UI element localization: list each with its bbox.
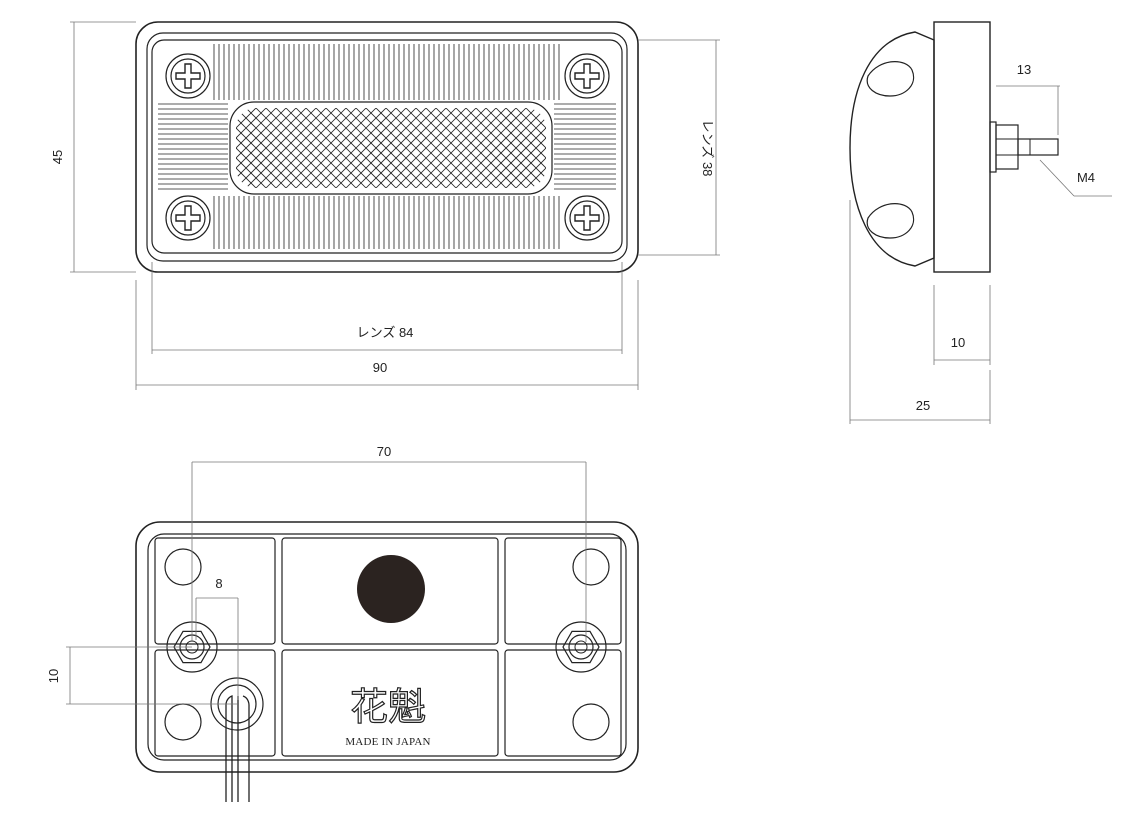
screw-top-right (564, 53, 610, 99)
front-prism-panel (229, 101, 553, 195)
side-lens-dome (849, 31, 935, 267)
front-housing-outer (135, 21, 639, 273)
side-dome-lower-notch (866, 203, 915, 239)
dim-lens-height: レンズ 38 (700, 120, 715, 177)
front-dimension-lines (70, 21, 720, 390)
side-stud-nut (995, 124, 1019, 170)
front-housing-inner (146, 32, 628, 262)
back-cell-bottom-right (504, 649, 622, 757)
front-prism-pattern (236, 108, 546, 188)
back-cell-top-left (154, 537, 276, 645)
dim-thread: M4 (1077, 170, 1095, 185)
dim-stud-length: 13 (1017, 62, 1031, 77)
back-mount-hole-bottom-right (572, 703, 610, 741)
dim-overall-depth: 25 (916, 398, 930, 413)
screw-bottom-left (165, 195, 211, 241)
dim-cable-offset: 8 (215, 576, 222, 591)
side-base-plate (933, 21, 991, 273)
side-dome-upper-notch (866, 61, 915, 97)
back-cell-bottom-left (154, 649, 276, 757)
dim-base-thickness: 10 (951, 335, 965, 350)
back-dimension-lines (66, 461, 587, 705)
front-view: 45 レンズ 38 レンズ 84 90 (50, 21, 720, 390)
side-stud-washer (989, 121, 997, 173)
back-sensor-dot (357, 555, 425, 623)
back-mount-hole-top-right (572, 548, 610, 586)
back-mount-hole-top-left (164, 548, 202, 586)
side-threaded-stud (1017, 138, 1059, 156)
back-mount-hole-bottom-left (164, 703, 202, 741)
back-cell-top-right (504, 537, 622, 645)
back-cell-top-center (281, 537, 499, 645)
side-view: 13 M4 10 25 (849, 21, 1112, 424)
back-nut-right (555, 621, 607, 673)
dim-front-height: 45 (50, 150, 65, 164)
brand-logo: 花魁 (350, 685, 426, 729)
screw-bottom-right (564, 195, 610, 241)
screw-top-left (165, 53, 211, 99)
back-view: 70 8 10 花魁 MADE IN JAPAN (46, 444, 639, 802)
back-cable-wires (225, 695, 250, 802)
front-rib-hatching (158, 44, 616, 249)
dim-lens-width: レンズ 84 (357, 325, 414, 340)
front-lens-frame (151, 39, 623, 254)
dim-vertical-offset: 10 (46, 669, 61, 683)
dim-overall-width: 90 (373, 360, 387, 375)
back-cell-bottom-center (281, 649, 499, 757)
made-in-japan-label: MADE IN JAPAN (345, 736, 430, 748)
dim-mount-spacing: 70 (377, 444, 391, 459)
side-dimension-lines (849, 85, 1112, 424)
